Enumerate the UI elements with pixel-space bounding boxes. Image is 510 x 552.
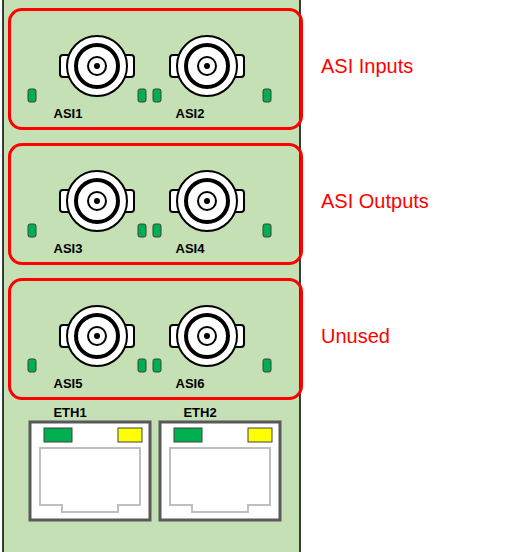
port-label: ASI4 <box>176 241 205 256</box>
bnc-connector <box>60 306 134 366</box>
port-label: ASI1 <box>54 106 83 121</box>
bnc-connector <box>60 171 134 231</box>
status-led <box>263 359 271 372</box>
group-heading: ASI Inputs <box>321 55 413 78</box>
bnc-connector <box>60 36 134 96</box>
port-label: ASI2 <box>176 106 205 121</box>
card-panel <box>3 0 300 552</box>
port-label: ASI5 <box>54 376 83 391</box>
bnc-connector <box>170 36 244 96</box>
status-led <box>263 224 271 237</box>
status-led <box>138 89 146 102</box>
rj45-jack <box>160 422 280 520</box>
status-led <box>138 224 146 237</box>
group-heading: ASI Outputs <box>321 190 429 213</box>
status-led <box>263 89 271 102</box>
port-label: ASI3 <box>54 241 83 256</box>
group-frame <box>8 143 303 265</box>
bnc-connectors <box>28 36 271 372</box>
port-label: ASI6 <box>176 376 205 391</box>
status-led <box>28 359 36 372</box>
group-heading: Unused <box>321 325 390 348</box>
status-led <box>138 359 146 372</box>
status-led <box>153 89 161 102</box>
status-led <box>153 224 161 237</box>
ethernet-label: ETH2 <box>183 405 216 420</box>
bnc-connector <box>170 171 244 231</box>
bnc-connector <box>170 306 244 366</box>
group-frame <box>8 278 303 400</box>
ethernet-label: ETH1 <box>53 405 86 420</box>
rj45-jack <box>30 422 150 520</box>
status-led <box>28 89 36 102</box>
status-led <box>153 359 161 372</box>
status-led <box>28 224 36 237</box>
group-frame <box>8 8 303 130</box>
